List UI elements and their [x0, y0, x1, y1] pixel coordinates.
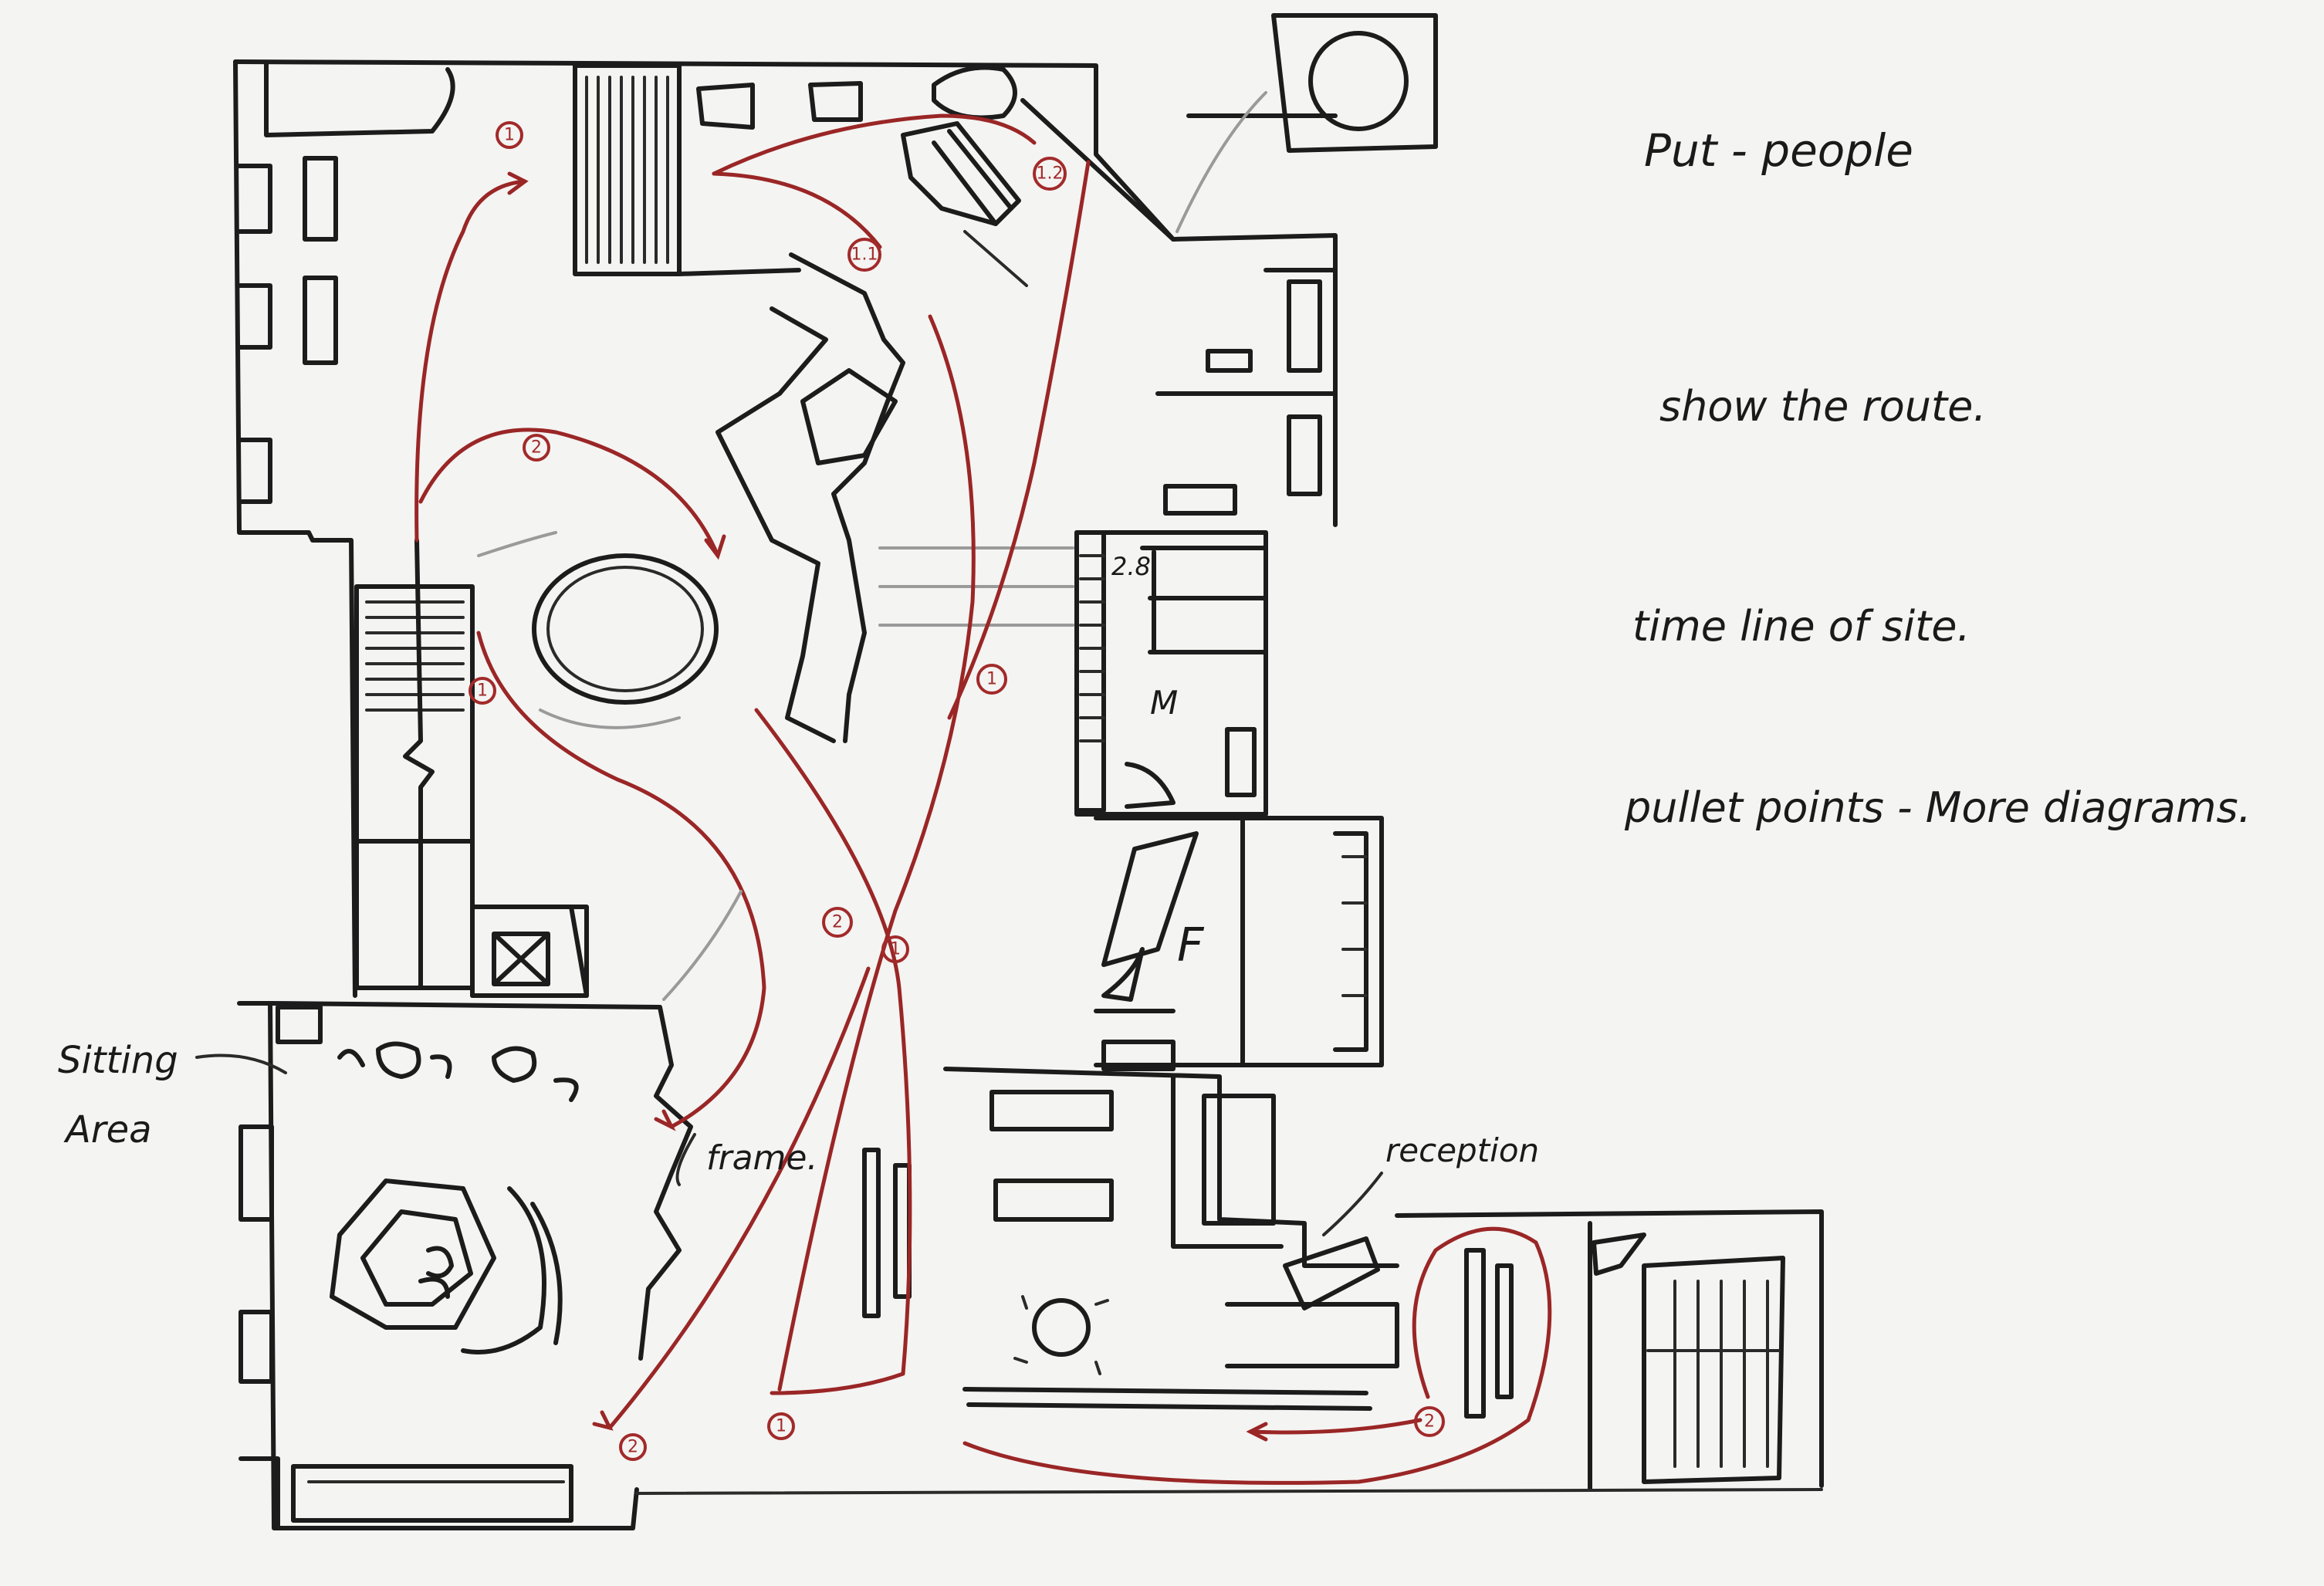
sitting-area-block [238, 905, 693, 1530]
svg-text:2: 2 [1424, 1412, 1435, 1432]
zigzag-partition [715, 121, 1028, 743]
sketch-labels: Sitting Area frame. reception M F 2.8 [58, 552, 1539, 1178]
svg-text:1: 1 [477, 681, 488, 701]
note-put-people: Put - people [1644, 124, 1913, 177]
svg-text:1.1: 1.1 [851, 245, 878, 265]
room-f-block [1094, 816, 1384, 1071]
svg-text:1: 1 [776, 1417, 787, 1436]
route-marker: 1 [976, 664, 1007, 695]
frame-label: frame. [706, 1138, 817, 1178]
route-diagonal-2 [754, 708, 912, 1376]
route-marker: 1 [881, 935, 909, 963]
svg-text:1: 1 [504, 126, 515, 145]
route-1-up [414, 179, 527, 543]
room-m-label: M [1150, 684, 1178, 722]
route-marker: 1 [496, 121, 523, 149]
route-marker: 2 [822, 907, 853, 938]
sitting-area-label-2: Area [63, 1108, 152, 1151]
route-marker: 1 [469, 677, 496, 705]
handwritten-notes: Put - people show the route. time line o… [1624, 124, 2251, 832]
route-2-arc [418, 428, 720, 558]
dimension-label: 2.8 [1111, 552, 1151, 581]
outer-walls [233, 13, 1438, 1530]
route-1-1 [712, 171, 882, 249]
route-marker: 1.2 [1033, 157, 1067, 191]
reception-label: reception [1385, 1131, 1539, 1169]
note-time-line: time line of site. [1632, 602, 1970, 651]
route-1-2-top [712, 113, 1037, 176]
left-stairs [354, 538, 475, 990]
svg-text:1: 1 [890, 940, 901, 959]
route-marker: 1 [767, 1412, 795, 1440]
svg-text:1: 1 [986, 670, 997, 689]
note-show-route: show the route. [1659, 382, 1987, 431]
route-right-down [947, 160, 1091, 720]
round-feature [477, 531, 719, 729]
route-marker: 1.1 [847, 238, 881, 272]
note-bullet-points: pullet points - More diagrams. [1624, 783, 2251, 832]
top-stairs [573, 63, 1017, 276]
svg-text:1.2: 1.2 [1037, 164, 1064, 184]
label-leaders [195, 1053, 1383, 1236]
route-s-curve [476, 631, 766, 1129]
route-diagonal-1 [777, 314, 976, 1392]
route-marker: 2 [619, 1433, 647, 1461]
route-reception-loop [962, 1226, 1552, 1485]
route-to-exit [607, 966, 871, 1430]
route-bottom-hook [770, 1371, 905, 1395]
circulation-routes [414, 91, 1552, 1485]
room-m-block [878, 113, 1338, 817]
sitting-area-label: Sitting [58, 1039, 178, 1082]
route-reception-out [1248, 1418, 1422, 1435]
lower-right-room [635, 1209, 1824, 1495]
route-markers: 1 1.1 1.2 2 1 1 2 1 2 1 2 [469, 121, 1445, 1461]
svg-text:2: 2 [531, 438, 542, 458]
reception-area [862, 1067, 1399, 1411]
left-windows [237, 156, 338, 504]
svg-text:2: 2 [628, 1438, 638, 1457]
svg-text:2: 2 [832, 913, 843, 932]
room-f-label: F [1177, 918, 1205, 972]
route-marker: 2 [523, 434, 550, 462]
route-marker: 2 [1414, 1406, 1445, 1437]
